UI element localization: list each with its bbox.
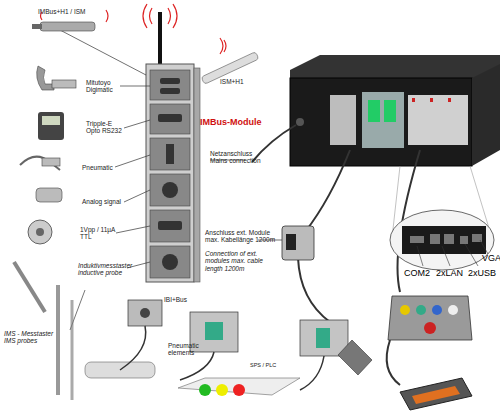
probe-label: IMS - Messtaster IMS probes bbox=[4, 330, 54, 345]
port-label: 2xLAN bbox=[436, 268, 466, 278]
connection-label: Connection of ext. modules max. cable le… bbox=[205, 250, 279, 272]
field-elements bbox=[58, 285, 372, 400]
leader-lines bbox=[60, 30, 282, 268]
interface-label: Mitutoyo Digimatic bbox=[86, 79, 122, 94]
cables bbox=[252, 125, 420, 385]
module-stack bbox=[146, 64, 200, 282]
connector-zoom bbox=[390, 166, 494, 270]
sensor-label: IMBus+H1 / ISM bbox=[38, 8, 108, 15]
module-title: IMBus-Module bbox=[200, 117, 280, 127]
interface-label: Tripple-E Opto RS232 bbox=[86, 120, 126, 135]
port-label: 2xUSB bbox=[468, 268, 500, 278]
connection-label: Netzanschluss Mains connection bbox=[210, 150, 268, 165]
bus-label: IBI+Bus bbox=[164, 296, 194, 303]
connection-label: Anschluss ext. Module max. Kabellänge 12… bbox=[205, 229, 279, 244]
controller-unit bbox=[290, 55, 500, 166]
plc-label: SPS / PLC bbox=[250, 362, 290, 368]
element-label: Pneumatic elements bbox=[168, 342, 202, 357]
antenna bbox=[158, 12, 162, 66]
interface-label: Induktivmesstaster inductive probe bbox=[78, 262, 130, 277]
external-module bbox=[282, 226, 314, 260]
port-label: VGA bbox=[482, 253, 500, 263]
control-panel bbox=[388, 296, 472, 340]
probe-label: ISM+H1 bbox=[220, 78, 260, 85]
interface-label: Pneumatic bbox=[82, 164, 118, 171]
foot-pedal bbox=[400, 378, 472, 410]
interface-label: 1Vpp / 11µA TTL bbox=[80, 226, 118, 241]
port-label: COM2 bbox=[404, 268, 434, 278]
interface-label: Analog signal bbox=[82, 198, 126, 205]
